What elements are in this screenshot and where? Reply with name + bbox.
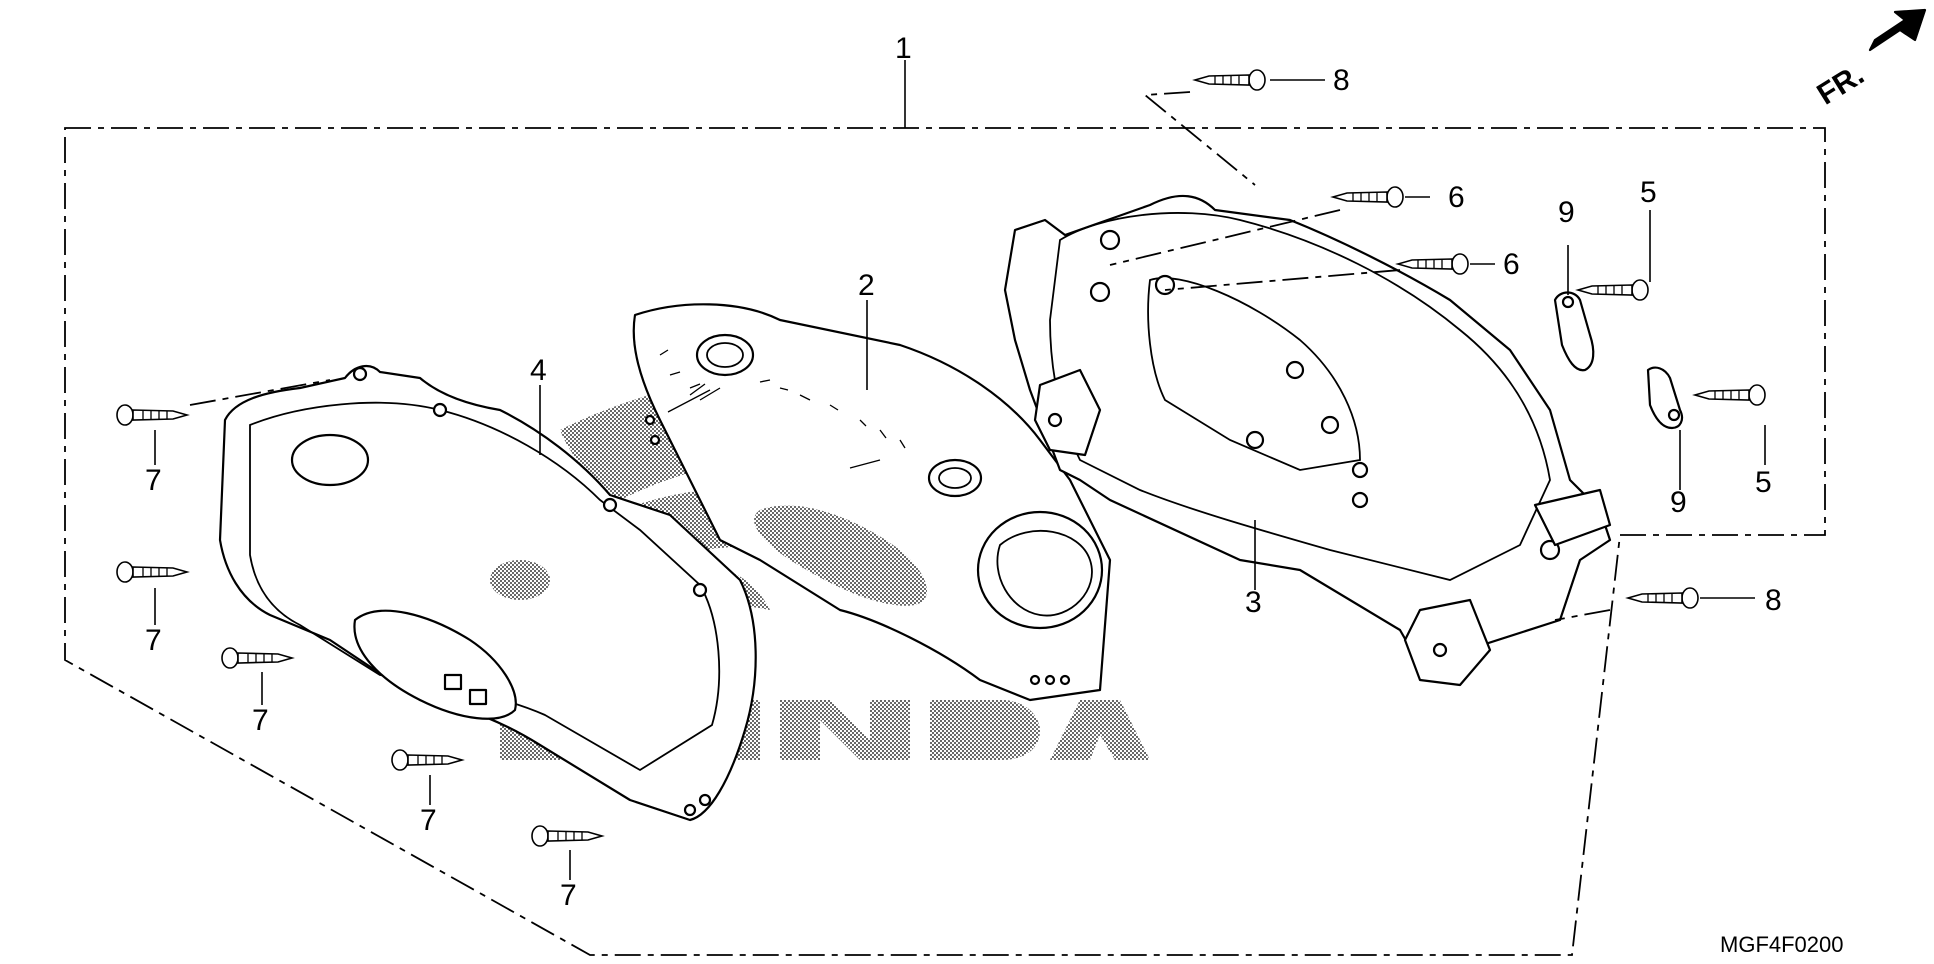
screw-5-a [1577, 279, 1649, 301]
callout-7-c: 7 [252, 704, 269, 737]
part-9-bracket-upper [1553, 291, 1595, 372]
indicator-button-b [468, 688, 488, 706]
part-4-meter-cover [218, 364, 757, 822]
screw-7-c [221, 647, 293, 669]
callout-6-b: 6 [1503, 248, 1520, 281]
part-2-meter-panel [632, 303, 1112, 702]
callout-5-a: 5 [1640, 176, 1657, 209]
callout-6-a: 6 [1448, 181, 1465, 214]
callout-9-a: 9 [1558, 196, 1575, 229]
screw-6-a [1332, 186, 1404, 208]
callout-1: 1 [895, 32, 912, 65]
screw-7-a [116, 404, 188, 426]
screw-5-b [1694, 384, 1766, 406]
screw-6-b [1397, 253, 1469, 275]
part-3-meter-case [1003, 194, 1612, 687]
front-direction-label: FR. [1811, 58, 1869, 112]
screw-7-d [391, 749, 463, 771]
callout-7-d: 7 [420, 804, 437, 837]
callout-7-e: 7 [560, 879, 577, 912]
callout-4: 4 [530, 354, 547, 387]
callout-7-b: 7 [145, 624, 162, 657]
screw-8-bottom [1627, 587, 1699, 609]
callout-5-b: 5 [1755, 466, 1772, 499]
assembly-boundary [64, 127, 1826, 956]
lens-window-center [490, 560, 550, 600]
indicator-button-a [443, 673, 463, 691]
callout-9-b: 9 [1670, 486, 1687, 519]
lens-window-left [290, 433, 370, 487]
callout-8-bottom: 8 [1765, 584, 1782, 617]
callout-2: 2 [858, 269, 875, 302]
screw-7-e [531, 825, 603, 847]
screw-8-top [1194, 69, 1266, 91]
front-direction-arrow: FR. [1811, 8, 1927, 112]
screw-7-b [116, 561, 188, 583]
callout-8-top: 8 [1333, 64, 1350, 97]
figure-code: MGF4F0200 [1720, 932, 1844, 957]
part-9-bracket-lower [1646, 366, 1684, 430]
callout-7-a: 7 [145, 464, 162, 497]
leader-lines [154, 60, 1766, 880]
callout-3: 3 [1245, 586, 1262, 619]
